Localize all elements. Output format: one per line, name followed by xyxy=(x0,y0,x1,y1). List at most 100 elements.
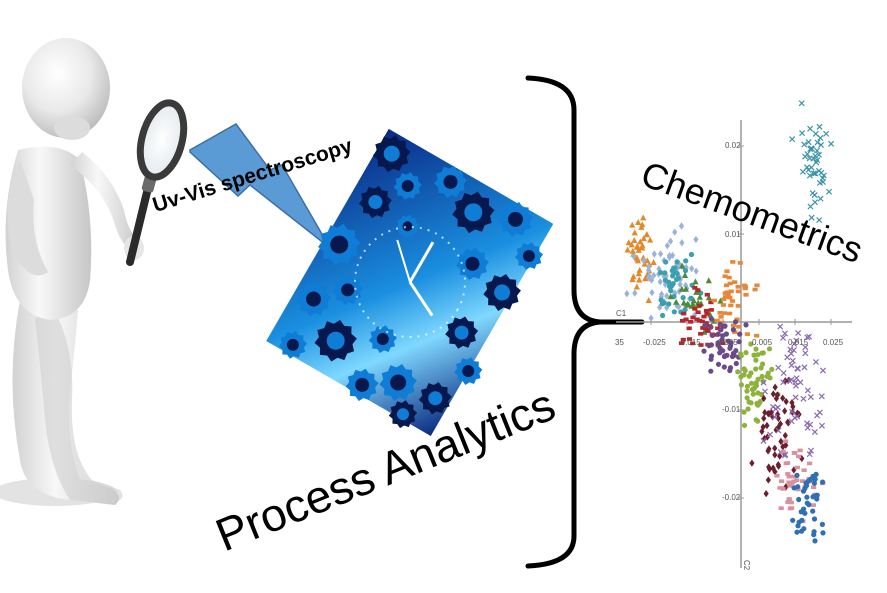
data-point xyxy=(780,443,786,451)
x-tick-label: -0.015 xyxy=(678,338,701,347)
y-tick-label: 0.02 xyxy=(725,141,741,150)
data-point xyxy=(649,276,655,284)
axis-name-c1: C1 xyxy=(616,309,627,318)
data-point xyxy=(667,237,674,245)
data-point xyxy=(681,311,687,316)
data-point xyxy=(804,387,811,394)
data-point xyxy=(780,487,786,491)
data-point xyxy=(719,337,725,343)
data-point xyxy=(666,252,673,260)
data-point xyxy=(812,358,819,366)
data-point xyxy=(809,190,816,197)
data-point xyxy=(801,526,807,532)
data-point xyxy=(799,168,806,175)
data-point xyxy=(798,100,805,107)
data-point xyxy=(692,278,699,285)
data-point xyxy=(799,130,806,137)
gears-clock-icon xyxy=(266,128,554,437)
data-point xyxy=(767,431,774,438)
data-point xyxy=(630,273,637,280)
data-point xyxy=(789,481,795,485)
data-point xyxy=(791,466,797,474)
x-tick-label: -0.025 xyxy=(643,338,666,347)
data-point xyxy=(669,268,675,274)
x-tick-label: 0.025 xyxy=(823,338,844,347)
data-point xyxy=(800,395,807,402)
data-point xyxy=(783,441,789,449)
y-tick-label: 0.01 xyxy=(725,230,741,239)
data-point xyxy=(683,281,689,290)
data-point xyxy=(807,394,814,401)
data-point xyxy=(772,383,778,391)
data-point xyxy=(692,307,698,311)
data-point xyxy=(695,288,701,292)
data-point xyxy=(801,468,807,473)
data-point xyxy=(701,348,707,354)
data-point xyxy=(717,311,723,315)
data-point xyxy=(625,239,632,246)
data-point xyxy=(744,388,750,394)
data-point xyxy=(732,319,739,325)
data-point xyxy=(708,308,714,312)
data-point xyxy=(679,341,685,346)
data-point xyxy=(752,287,758,292)
data-point xyxy=(648,314,654,322)
data-point xyxy=(810,155,817,162)
data-point xyxy=(735,304,741,308)
data-point xyxy=(721,364,727,370)
data-point xyxy=(816,217,823,224)
data-point xyxy=(629,221,636,228)
gear-icon xyxy=(395,214,420,238)
data-point xyxy=(782,439,789,444)
data-point xyxy=(744,332,750,336)
data-point xyxy=(771,413,778,420)
axis-name-c2: C2 xyxy=(742,560,751,571)
data-point xyxy=(761,414,767,422)
data-point xyxy=(650,259,657,265)
data-point xyxy=(794,365,801,372)
data-point xyxy=(645,297,652,304)
data-point xyxy=(657,250,664,258)
data-point xyxy=(690,297,697,304)
data-point xyxy=(737,331,743,337)
data-point xyxy=(742,286,748,291)
data-point xyxy=(749,459,755,467)
data-point xyxy=(669,251,676,260)
data-point xyxy=(795,484,801,490)
data-point xyxy=(735,289,741,294)
x-tick-label: 0.005 xyxy=(752,338,773,347)
data-point xyxy=(748,400,754,406)
data-point xyxy=(738,353,744,359)
data-point xyxy=(696,293,704,300)
data-point xyxy=(658,290,665,298)
gear-icon xyxy=(358,185,392,219)
data-point xyxy=(635,218,642,225)
data-point xyxy=(631,237,638,243)
data-point xyxy=(686,326,692,331)
data-point xyxy=(826,188,833,195)
data-point xyxy=(810,503,816,507)
data-point xyxy=(736,325,742,329)
data-point xyxy=(693,235,699,244)
data-point xyxy=(667,293,674,300)
data-point xyxy=(774,391,781,399)
data-point xyxy=(755,418,761,424)
data-point xyxy=(698,343,704,347)
data-point xyxy=(802,510,808,516)
data-point xyxy=(760,350,766,356)
data-point xyxy=(801,141,808,148)
data-point xyxy=(642,275,649,282)
data-point xyxy=(760,361,766,367)
data-point xyxy=(690,341,696,346)
data-point xyxy=(725,338,732,344)
data-point xyxy=(717,345,723,351)
data-point xyxy=(810,170,817,177)
data-point xyxy=(801,364,808,371)
data-point xyxy=(788,362,795,369)
data-point xyxy=(673,298,680,305)
data-point xyxy=(657,269,664,276)
data-point xyxy=(781,330,788,337)
data-point xyxy=(807,447,815,454)
score-plot: C1 C2 35 -0.025 -0.015 -0.005 0.005 0.01… xyxy=(615,100,852,571)
x-tick-label: 35 xyxy=(615,338,624,347)
